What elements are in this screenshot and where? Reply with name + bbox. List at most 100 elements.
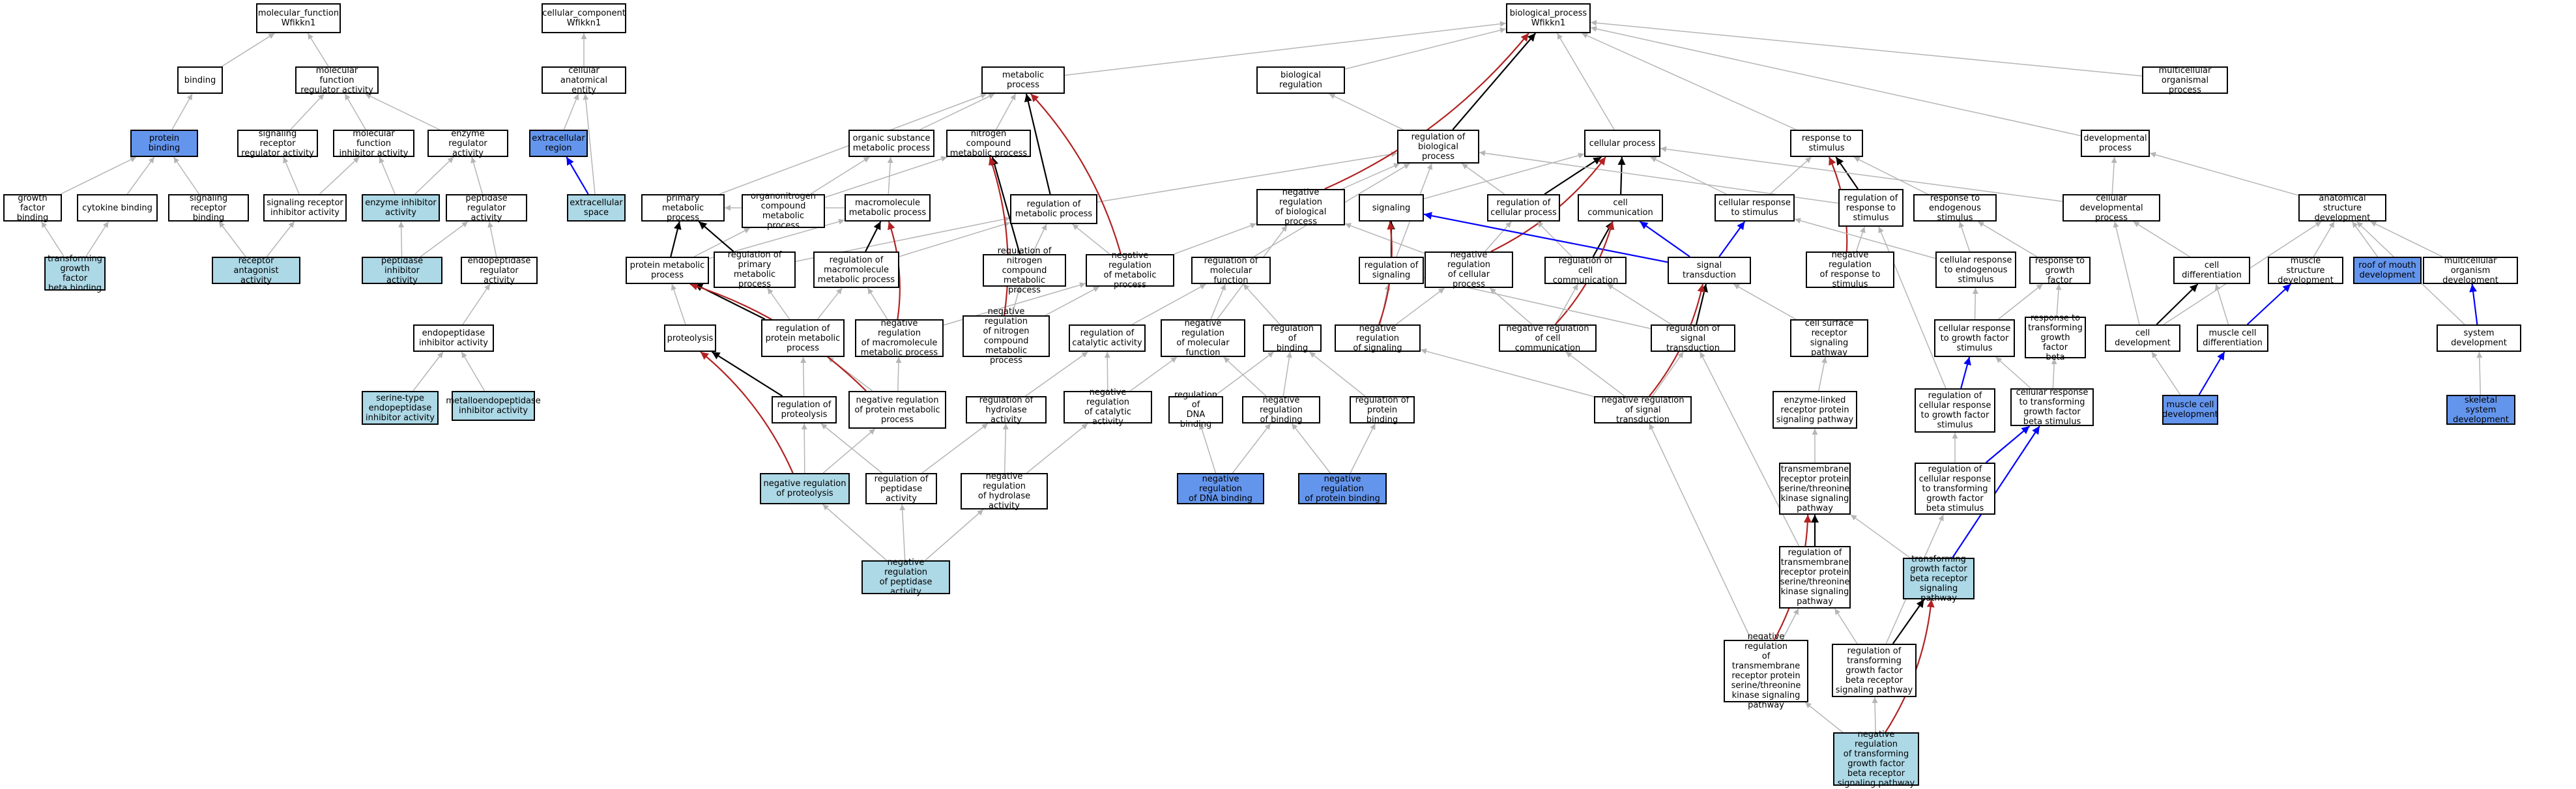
go-term-node-regncmp[interactable]: regulation of nitrogen compound metaboli… [983, 246, 1066, 295]
go-term-node-cellcomm[interactable]: cell communication [1578, 194, 1663, 222]
go-term-node-regcellcomm[interactable]: regulation of cell communication [1544, 256, 1627, 285]
go-term-node-musclecelldev[interactable]: muscle cell development [2162, 395, 2218, 425]
go-term-node-negregdnab[interactable]: negative regulation of DNA binding [1177, 473, 1264, 504]
go-term-node-enzinh[interactable]: enzyme inhibitor activity [362, 194, 440, 222]
go-term-node-musclediff[interactable]: muscle cell differentiation [2197, 324, 2268, 352]
go-term-node-signaling[interactable]: signaling [1359, 194, 1424, 222]
go-term-node-cae[interactable]: cellular anatomical entity [542, 66, 626, 95]
go-term-node-celldiff[interactable]: cell differentiation [2173, 257, 2250, 284]
go-term-node-celldev[interactable]: cell development [2105, 324, 2180, 352]
go-term-node-recant[interactable]: receptor antagonist activity [212, 256, 300, 285]
go-term-node-negregmf[interactable]: negative regulation of molecular functio… [1161, 319, 1245, 358]
go-term-node-negregsigtrans[interactable]: negative regulation of signal transducti… [1594, 395, 1692, 425]
go-term-node-multiproc[interactable]: multicellular organismal process [2142, 66, 2228, 95]
go-term-node-regprotmp[interactable]: regulation of protein metabolic process [761, 319, 845, 357]
go-term-node-regcellp[interactable]: regulation of cellular process [1487, 194, 1560, 222]
go-term-node-extspace[interactable]: extracellular space [567, 194, 626, 222]
go-term-node-negregproteo[interactable]: negative regulation of proteolysis [760, 473, 850, 504]
go-term-node-regcellresptgfb[interactable]: regulation of cellular response to trans… [1915, 463, 1995, 515]
go-term-node-regdnab[interactable]: regulation of DNA binding [1168, 390, 1223, 429]
go-term-node-regmacromp[interactable]: regulation of macromolecule metabolic pr… [813, 251, 899, 288]
go-term-node-primmp[interactable]: primary metabolic process [641, 194, 725, 223]
go-term-node-proteolysis[interactable]: proteolysis [664, 324, 716, 352]
go-term-node-cytb[interactable]: cytokine binding [77, 194, 158, 222]
go-term-node-negregmetp[interactable]: negative regulation of metabolic process [1086, 251, 1174, 290]
go-term-node-regtmrpsts[interactable]: regulation of transmembrane receptor pro… [1779, 546, 1851, 609]
go-term-node-pepinh[interactable]: peptidase inhibitor activity [362, 256, 442, 285]
go-term-node-asd[interactable]: anatomical structure development [2298, 194, 2386, 223]
go-term-node-metallo[interactable]: metalloendopeptidase inhibitor activity [446, 391, 541, 421]
go-term-node-regcatact[interactable]: regulation of catalytic activity [1069, 324, 1146, 352]
go-term-node-negregmacromp[interactable]: negative regulation of macromolecule met… [855, 319, 944, 358]
go-term-node-endoinh[interactable]: endopeptidase inhibitor activity [413, 324, 494, 352]
go-term-node-negregtmrpsts[interactable]: negative regulation of transmembrane rec… [1724, 632, 1808, 710]
go-term-node-negregpepact[interactable]: negative regulation of peptidase activit… [861, 558, 950, 597]
go-term-node-negregbp[interactable]: negative regulation of biological proces… [1256, 188, 1345, 227]
go-term-node-regresp[interactable]: regulation of response to stimulus [1838, 189, 1903, 227]
go-term-node-srb[interactable]: signaling receptor binding [168, 194, 249, 223]
go-term-node-celldevp[interactable]: cellular developmental process [2062, 194, 2160, 223]
go-term-node-serpin[interactable]: serine-type endopeptidase inhibitor acti… [362, 391, 439, 425]
go-term-node-srra[interactable]: signaling receptor regulator activity [237, 129, 318, 158]
go-term-node-negregncmp[interactable]: negative regulation of nitrogen compound… [962, 307, 1050, 366]
go-term-node-csrsp[interactable]: cell surface receptor signaling pathway [1790, 319, 1868, 358]
go-term-node-regcellrespgf[interactable]: regulation of cellular response to growt… [1915, 388, 1995, 433]
go-term-node-enzreg[interactable]: enzyme regulator activity [427, 129, 508, 158]
go-term-node-regtgfbrsp[interactable]: regulation of transforming growth factor… [1832, 644, 1917, 697]
go-term-node-regproteo[interactable]: regulation of proteolysis [772, 396, 837, 423]
go-term-node-sria[interactable]: signaling receptor inhibitor activity [263, 194, 347, 222]
go-term-node-negregsig[interactable]: negative regulation of signaling [1335, 324, 1421, 353]
go-term-node-resptgfb[interactable]: response to transforming growth factor b… [2025, 313, 2086, 362]
go-term-node-musclestructdev[interactable]: muscle structure development [2268, 256, 2343, 285]
go-term-node-endoreg[interactable]: endopeptidase regulator activity [461, 256, 538, 285]
go-term-node-tmrpsts[interactable]: transmembrane receptor protein serine/th… [1779, 463, 1851, 515]
go-term-node-ncmp[interactable]: nitrogen compound metabolic process [946, 129, 1031, 158]
go-term-node-tgfbb[interactable]: transforming growth factor beta binding [44, 254, 106, 293]
go-term-node-macromp[interactable]: macromolecule metabolic process [845, 194, 931, 222]
go-term-node-regprotb[interactable]: regulation of protein binding [1350, 395, 1415, 425]
go-term-node-negregprotmp[interactable]: negative regulation of protein metabolic… [848, 391, 946, 429]
go-term-node-roofmouth[interactable]: roof of mouth development [2353, 257, 2422, 284]
go-term-node-multidev[interactable]: multicellular organism development [2423, 256, 2518, 285]
go-term-node-cellresp[interactable]: cellular response to stimulus [1715, 194, 1795, 222]
go-term-node-cc[interactable]: cellular_component Wfikkn1 [542, 3, 626, 33]
go-term-node-cellrespgf[interactable]: cellular response to growth factor stimu… [1934, 319, 2015, 357]
go-term-node-regbind[interactable]: regulation of binding [1263, 324, 1322, 353]
go-term-node-cellrespendo[interactable]: cellular response to endogenous stimulus [1935, 251, 2016, 288]
go-term-node-osmp[interactable]: organic substance metabolic process [848, 130, 934, 157]
go-term-node-regmf[interactable]: regulation of molecular function [1191, 256, 1271, 285]
go-term-node-tgfbrsp[interactable]: transforming growth factor beta receptor… [1903, 554, 1975, 603]
go-term-node-devproc[interactable]: developmental process [2081, 130, 2150, 157]
go-term-node-skeletaldev[interactable]: skeletal system development [2446, 395, 2515, 425]
go-term-node-respgf[interactable]: response to growth factor [2029, 256, 2091, 285]
go-term-node-bp[interactable]: biological_process Wfikkn1 [1506, 3, 1591, 33]
go-term-node-mfia[interactable]: molecular function inhibitor activity [333, 129, 414, 158]
go-term-node-negregcatact[interactable]: negative regulation of catalytic activit… [1064, 388, 1152, 427]
go-term-node-pepreg[interactable]: peptidase regulator activity [446, 194, 527, 223]
go-term-node-regprimmp[interactable]: regulation of primary metabolic process [714, 250, 796, 289]
go-term-node-negregprotb[interactable]: negative regulation of protein binding [1298, 473, 1387, 504]
go-term-node-cellresptgfb[interactable]: cellular response to transforming growth… [2010, 388, 2094, 427]
go-term-node-reghydro[interactable]: regulation of hydrolase activity [966, 395, 1047, 425]
go-term-node-gfb[interactable]: growth factor binding [3, 194, 62, 223]
go-term-node-regsig[interactable]: regulation of signaling [1359, 257, 1424, 284]
go-term-node-protmp[interactable]: protein metabolic process [626, 257, 709, 284]
go-term-node-negreghydro[interactable]: negative regulation of hydrolase activit… [961, 472, 1048, 511]
go-term-node-respendo[interactable]: response to endogenous stimulus [1913, 194, 1997, 223]
go-term-node-negregtgfbrsp[interactable]: negative regulation of transforming grow… [1833, 730, 1919, 788]
go-term-node-bioreg[interactable]: biological regulation [1256, 66, 1345, 94]
go-term-node-cellproc[interactable]: cellular process [1584, 130, 1660, 157]
go-term-node-mf[interactable]: molecular_function Wfikkn1 [256, 3, 341, 33]
go-term-node-regmetp[interactable]: regulation of metabolic process [1010, 194, 1097, 224]
go-term-node-mfreg[interactable]: molecular function regulator activity [295, 66, 379, 95]
go-term-node-negregresp[interactable]: negative regulation of response to stimu… [1806, 250, 1894, 289]
go-term-node-negregcellp[interactable]: negative regulation of cellular process [1425, 250, 1513, 289]
go-term-node-binding[interactable]: binding [177, 66, 223, 94]
go-term-node-protbind[interactable]: protein binding [130, 130, 198, 157]
go-term-node-negregcellcomm[interactable]: negative regulation of cell communicatio… [1499, 324, 1597, 353]
go-term-node-regbp[interactable]: regulation of biological process [1397, 130, 1479, 164]
go-term-node-negregbind[interactable]: negative regulation of binding [1242, 395, 1320, 425]
go-term-node-extreg[interactable]: extracellular region [529, 130, 588, 157]
go-term-node-sigtrans[interactable]: signal transduction [1668, 257, 1751, 284]
go-term-node-resp[interactable]: response to stimulus [1790, 130, 1863, 157]
